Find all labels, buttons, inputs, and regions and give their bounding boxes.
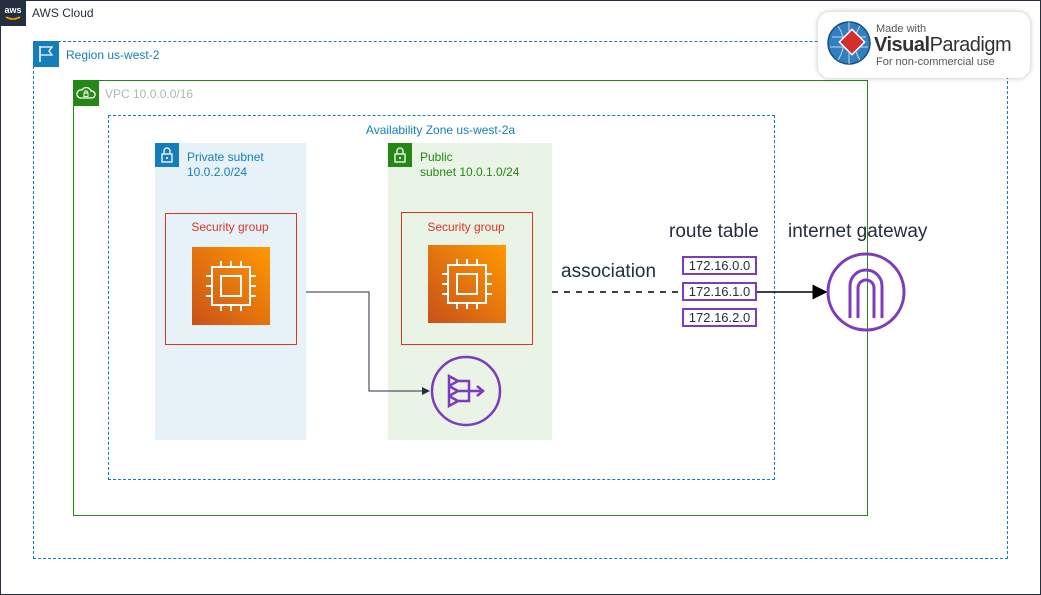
security-group-label: Security group [191, 220, 269, 234]
public-subnet-cidr: subnet 10.0.1.0/24 [420, 165, 520, 179]
region-label: Region us-west-2 [66, 48, 160, 62]
private-to-nat-connector [306, 291, 430, 395]
route-table-label: route table [669, 221, 759, 242]
private-subnet-label: Private subnet 10.0.2.0/24 [187, 150, 264, 180]
visual-paradigm-logo-icon [826, 20, 872, 66]
route-table-entry: 172.16.0.0 [682, 256, 757, 275]
availability-zone-group [108, 115, 775, 480]
vpc-group [73, 80, 868, 516]
private-subnet-name: Private subnet [187, 150, 264, 164]
private-subnet-cidr: 10.0.2.0/24 [187, 165, 248, 179]
aws-logo-icon: aws [0, 0, 26, 26]
public-subnet-label: Public subnet 10.0.1.0/24 [420, 150, 519, 180]
ec2-instance-icon [192, 247, 270, 325]
internet-gateway-icon [826, 252, 906, 332]
aws-cloud-label: AWS Cloud [32, 6, 94, 20]
watermark-subtitle: For non-commercial use [876, 56, 995, 68]
region-group [33, 41, 1008, 559]
security-group-label: Security group [427, 220, 505, 234]
nat-gateway-icon [430, 355, 502, 427]
ec2-instance-icon [428, 245, 506, 323]
lock-icon [388, 143, 412, 167]
vpc-cloud-icon [73, 80, 99, 106]
public-subnet-name: Public [420, 150, 453, 164]
association-label: association [561, 261, 657, 282]
lock-icon [155, 143, 179, 167]
security-group-public [401, 212, 533, 345]
watermark-made-with: Made with [876, 23, 927, 35]
route-table-entry: 172.16.2.0 [682, 308, 757, 327]
availability-zone-label: Availability Zone us-west-2a [365, 123, 516, 137]
route-table-entry: 172.16.1.0 [682, 282, 757, 301]
flag-icon [33, 41, 59, 67]
watermark-brand-rest: Paradigm [929, 34, 1012, 56]
watermark-brand-bold: Visual [874, 34, 930, 56]
internet-gateway-label: internet gateway [788, 221, 928, 242]
vpc-label: VPC 10.0.0.0/16 [105, 87, 194, 101]
svg-text:aws: aws [4, 5, 21, 15]
watermark-brand: VisualParadigm [874, 34, 1012, 57]
security-group-private [165, 213, 297, 345]
